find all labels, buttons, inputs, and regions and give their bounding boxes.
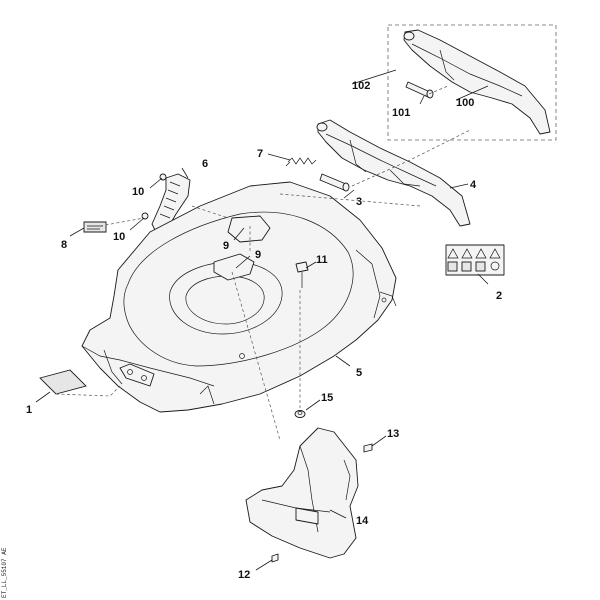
callout-6: 6	[202, 158, 208, 170]
part-4-handle-bracket	[316, 119, 471, 227]
callout-10-upper: 10	[132, 186, 144, 198]
callout-14: 14	[356, 515, 369, 527]
callout-102: 102	[352, 80, 370, 92]
drawing-code-line2: AE	[1, 547, 8, 555]
callout-7: 7	[257, 148, 263, 160]
part-101-pin	[405, 81, 434, 99]
part-14-discharge-chute	[245, 427, 359, 559]
part-3-axle-pin	[319, 173, 350, 192]
part-8-label	[83, 221, 107, 233]
callout-100: 100	[456, 97, 474, 109]
assembly-box-100	[387, 24, 557, 141]
drawing-code-text: ET_LL_55107 AE	[1, 548, 8, 598]
part-11-bolt	[295, 261, 309, 288]
part-13-screw	[363, 443, 373, 453]
callout-9-lower: 9	[255, 249, 261, 261]
part-100-bracket	[403, 29, 551, 135]
drawing-code: ET_LL_55107 AE	[1, 548, 11, 598]
part-12-screw	[271, 553, 279, 563]
callout-101: 101	[392, 107, 410, 119]
part-5-mower-deck	[81, 181, 397, 413]
callout-12: 12	[238, 569, 250, 581]
callout-1: 1	[26, 404, 32, 416]
part-1-plate	[39, 369, 87, 395]
callout-5: 5	[356, 367, 362, 379]
callout-13: 13	[387, 428, 399, 440]
callout-10-lower: 10	[113, 231, 125, 243]
callout-3: 3	[356, 196, 362, 208]
callout-8: 8	[61, 239, 67, 251]
part-10-screw-lower	[141, 212, 149, 220]
part-15-nut	[294, 410, 306, 418]
part-2-warning-label	[445, 244, 505, 276]
part-7-spring	[285, 157, 317, 167]
callout-9-upper: 9	[223, 240, 229, 252]
drawing-code-line1: ET_LL_55107	[1, 558, 8, 598]
callout-15: 15	[321, 392, 333, 404]
callout-11: 11	[316, 254, 328, 266]
callout-4: 4	[470, 179, 477, 191]
callout-2: 2	[496, 290, 502, 302]
